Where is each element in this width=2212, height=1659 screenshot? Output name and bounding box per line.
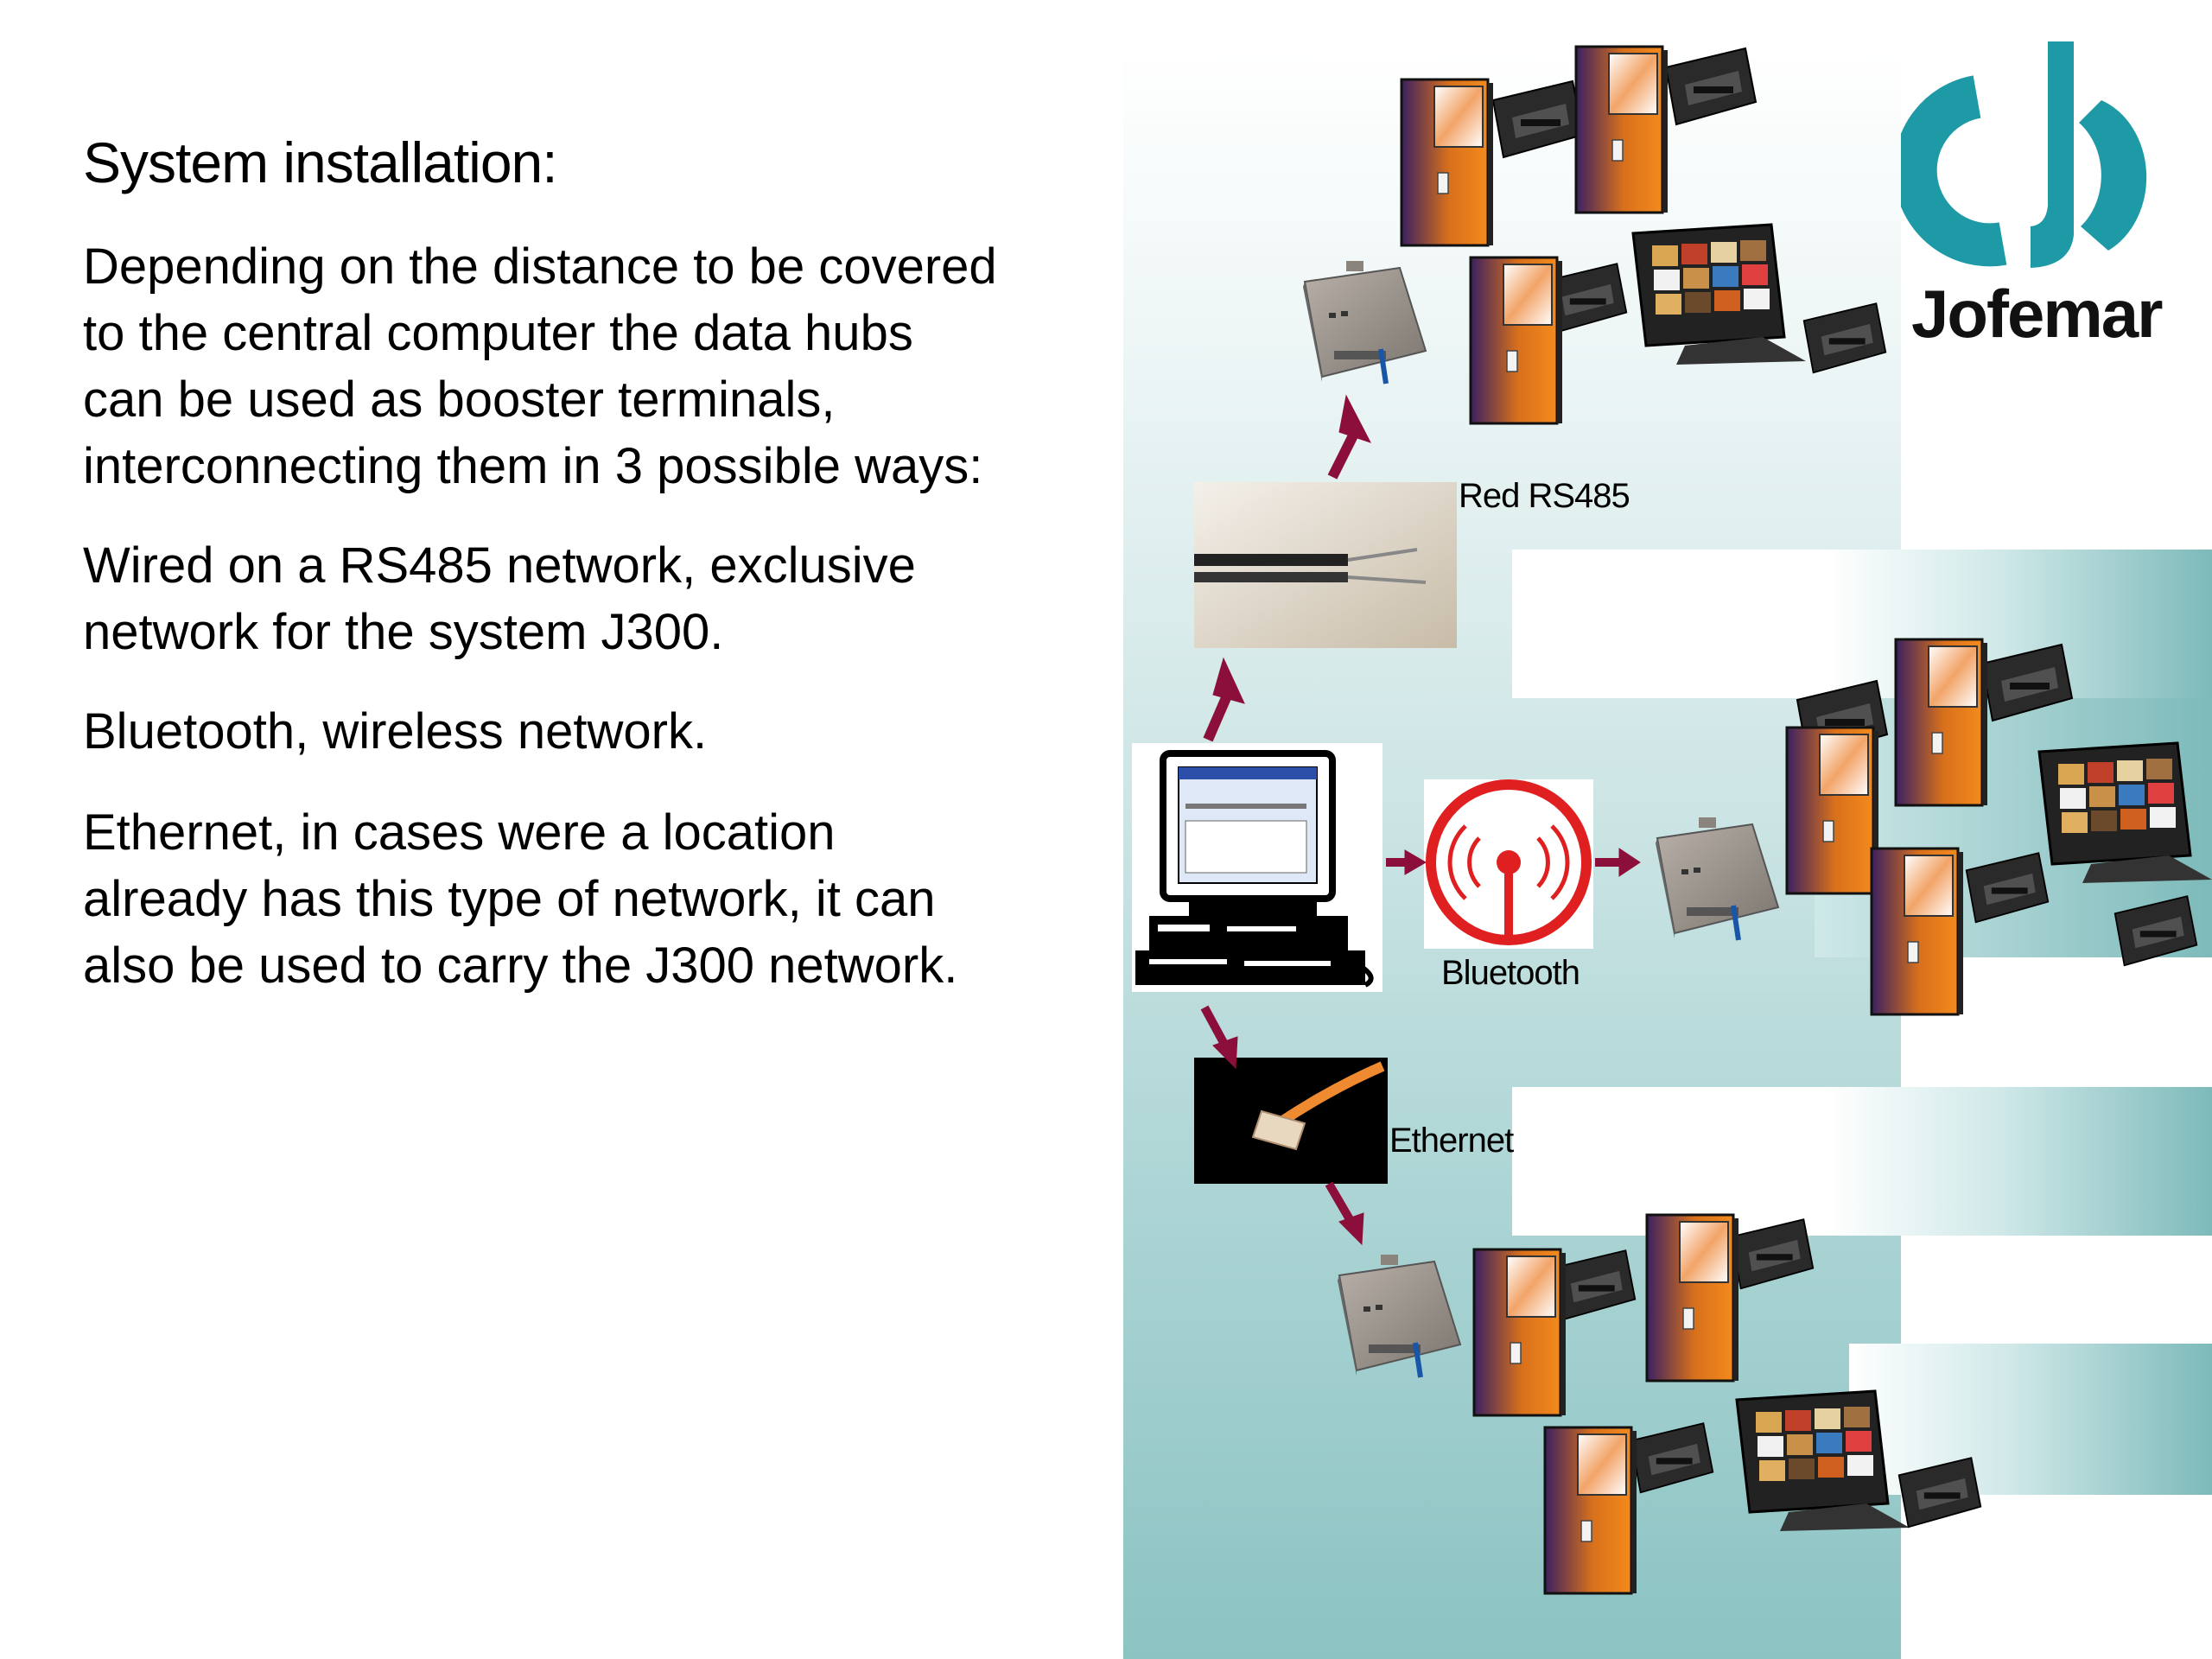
background-band — [1512, 550, 2212, 698]
ethernet-cable-image — [1194, 1058, 1388, 1184]
connection-arrows — [1200, 394, 1641, 1246]
rs485-cable-image — [1194, 482, 1457, 648]
paragraph-rs485: Wired on a RS485 network, exclusive netw… — [83, 537, 916, 660]
paragraph-ethernet: Ethernet, in cases were a location alrea… — [83, 804, 958, 994]
bluetooth-label: Bluetooth — [1441, 954, 1580, 992]
vending-machine-cluster-bottom — [1338, 1213, 1982, 1595]
jofemar-logo-icon — [1901, 41, 2147, 268]
vending-machine-cluster-top — [1303, 45, 1887, 425]
rs485-label: Red RS485 — [1459, 477, 1630, 515]
logo-wordmark: Jofemar — [1911, 276, 2163, 352]
central-computer-icon — [1132, 743, 1382, 992]
paragraph-intro: Depending on the distance to be covered … — [83, 238, 997, 494]
slide-title: System installation: — [83, 130, 558, 194]
bluetooth-icon — [1424, 779, 1593, 949]
vending-machine-cluster-middle — [1785, 638, 2212, 1016]
paragraph-bluetooth: Bluetooth, wireless network. — [83, 703, 708, 760]
background-band — [1849, 1344, 2212, 1495]
ethernet-label: Ethernet — [1389, 1122, 1514, 1160]
background-band — [1512, 1087, 2212, 1236]
